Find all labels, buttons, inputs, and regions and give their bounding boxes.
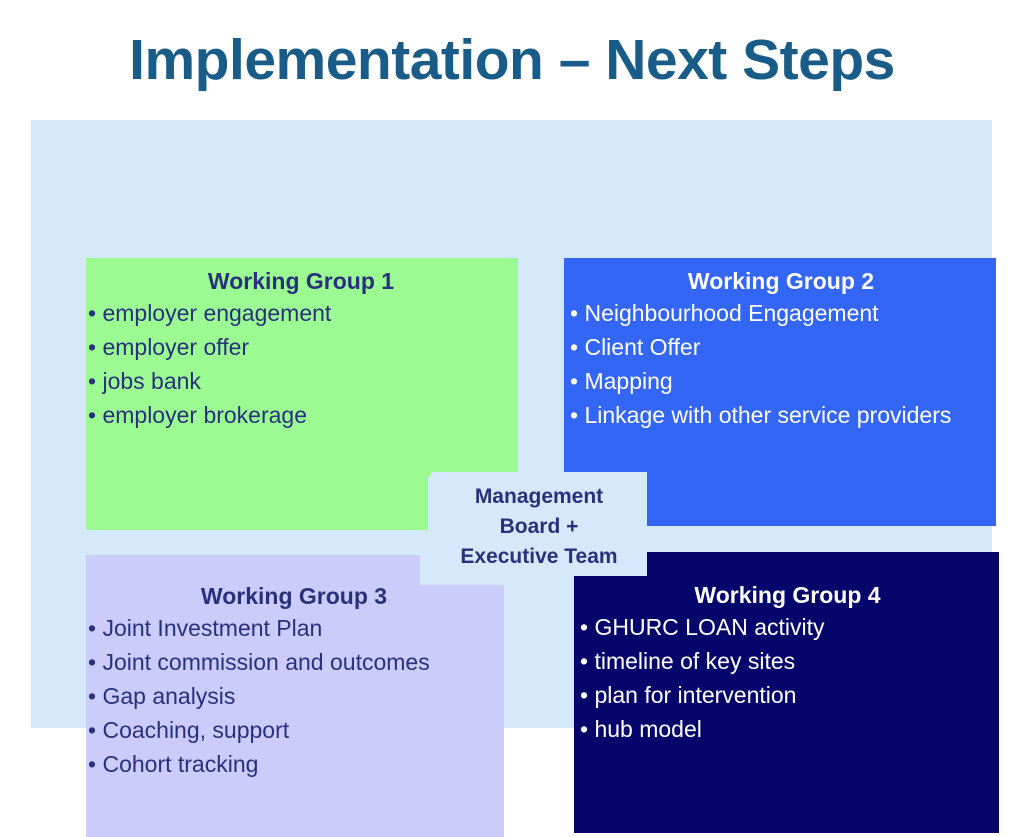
working-group-4-list: GHURC LOAN activity timeline of key site… <box>580 610 995 746</box>
list-item: hub model <box>580 712 995 746</box>
working-group-1-title: Working Group 1 <box>207 268 395 294</box>
diagram-panel: Working Group 1 employer engagement empl… <box>31 120 999 837</box>
list-item: Gap analysis <box>88 679 500 713</box>
list-item: employer brokerage <box>88 398 514 432</box>
list-item: jobs bank <box>88 364 514 398</box>
working-group-2-title: Working Group 2 <box>687 268 875 294</box>
list-item: Joint commission and outcomes <box>88 645 500 679</box>
working-group-1-list: employer engagement employer offer jobs … <box>88 296 514 432</box>
list-item: Mapping <box>570 364 992 398</box>
slide: Implementation – Next Steps Working Grou… <box>0 0 1024 768</box>
list-item: Neighbourhood Engagement <box>570 296 992 330</box>
page-title: Implementation – Next Steps <box>129 28 895 92</box>
list-item: employer engagement <box>88 296 514 330</box>
working-group-3-list: Joint Investment Plan Joint commission a… <box>88 611 500 781</box>
management-board-box[interactable]: Management Board + Executive Team <box>431 472 647 576</box>
working-group-3-title: Working Group 3 <box>200 583 388 609</box>
working-group-3-box[interactable]: Working Group 3 Joint Investment Plan Jo… <box>86 555 504 837</box>
list-item: Linkage with other service providers <box>570 398 992 432</box>
list-item: Client Offer <box>570 330 992 364</box>
list-item: plan for intervention <box>580 678 995 712</box>
working-group-2-list: Neighbourhood Engagement Client Offer Ma… <box>570 296 992 432</box>
working-group-4-title: Working Group 4 <box>694 582 881 608</box>
management-board-line-2: Board + <box>499 515 579 538</box>
working-group-1-box[interactable]: Working Group 1 employer engagement empl… <box>86 258 518 530</box>
management-board-line-1: Management <box>474 485 604 508</box>
management-board-line-3: Executive Team <box>460 545 618 568</box>
list-item: GHURC LOAN activity <box>580 610 995 644</box>
list-item: timeline of key sites <box>580 644 995 678</box>
list-item: Cohort tracking <box>88 747 500 781</box>
list-item: Joint Investment Plan <box>88 611 500 645</box>
working-group-4-box[interactable]: Working Group 4 GHURC LOAN activity time… <box>574 552 999 833</box>
list-item: Coaching, support <box>88 713 500 747</box>
list-item: employer offer <box>88 330 514 364</box>
